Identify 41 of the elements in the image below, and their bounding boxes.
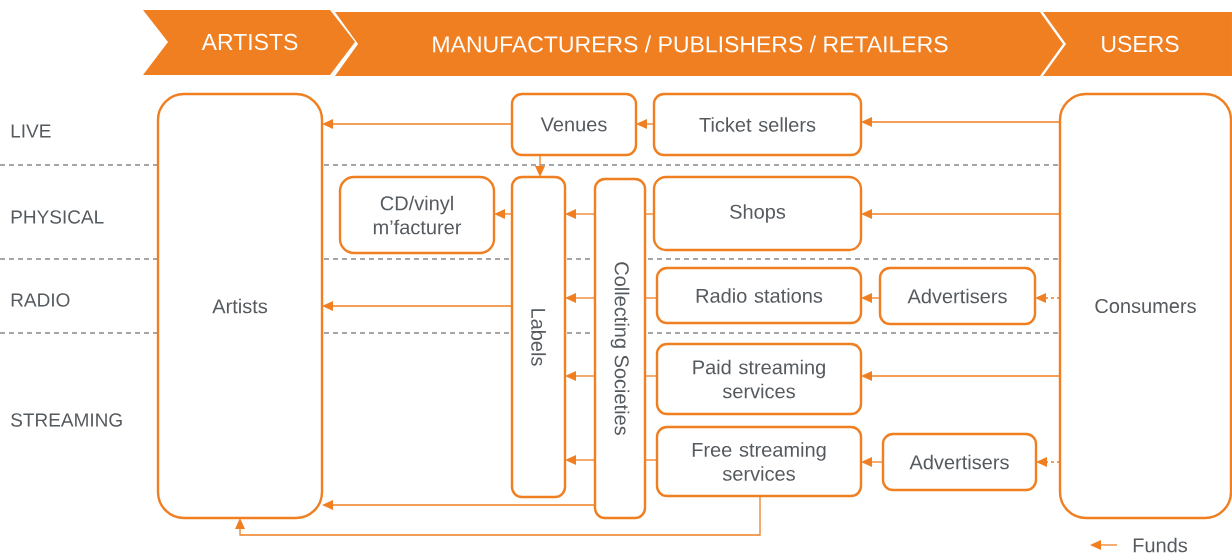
process-box: Advertisers bbox=[881, 432, 1038, 492]
arrow bbox=[861, 209, 1061, 219]
arrow bbox=[861, 457, 884, 467]
arrow bbox=[535, 154, 545, 177]
process-box: Advertisers bbox=[878, 266, 1037, 326]
process-box: Paid streaming services bbox=[655, 342, 863, 416]
process-box: Collecting Societies bbox=[593, 177, 647, 520]
process-box: CD/vinyl m’facturer bbox=[338, 175, 496, 255]
arrow bbox=[1036, 457, 1061, 467]
arrow bbox=[636, 119, 655, 129]
process-box: Venues bbox=[510, 92, 638, 157]
stage-band: ARTISTS bbox=[143, 10, 355, 75]
arrow bbox=[1035, 293, 1061, 303]
arrow bbox=[565, 371, 596, 381]
stakeholder-box: Artists bbox=[156, 92, 324, 520]
arrow bbox=[322, 500, 596, 510]
arrow bbox=[861, 293, 881, 303]
arrow bbox=[322, 119, 513, 129]
arrow bbox=[235, 495, 761, 536]
arrow bbox=[861, 371, 1061, 381]
process-box: Labels bbox=[510, 175, 567, 499]
arrow bbox=[494, 209, 513, 219]
row-label: STREAMING bbox=[11, 413, 122, 427]
legend-label: Funds bbox=[1133, 537, 1188, 553]
row-label: LIVE bbox=[11, 124, 51, 138]
process-box: Shops bbox=[652, 175, 863, 252]
arrow bbox=[565, 209, 596, 219]
arrow bbox=[322, 301, 513, 311]
node-label: USERS bbox=[1102, 35, 1179, 53]
stage-band: USERS bbox=[1043, 12, 1232, 76]
stakeholder-box: Consumers bbox=[1058, 92, 1232, 520]
arrow bbox=[861, 117, 1061, 127]
arrow bbox=[565, 293, 596, 303]
node-label: ARTISTS bbox=[201, 33, 298, 51]
process-box: Radio stations bbox=[655, 266, 863, 325]
arrow bbox=[565, 455, 596, 465]
row-label: RADIO bbox=[11, 293, 70, 307]
process-box: Free streaming services bbox=[655, 425, 863, 498]
node-label: MANUFACTURERS / PUBLISHERS / RETAILERS bbox=[433, 35, 948, 53]
process-box: Ticket sellers bbox=[652, 92, 863, 157]
row-label: PHYSICAL bbox=[11, 210, 104, 224]
